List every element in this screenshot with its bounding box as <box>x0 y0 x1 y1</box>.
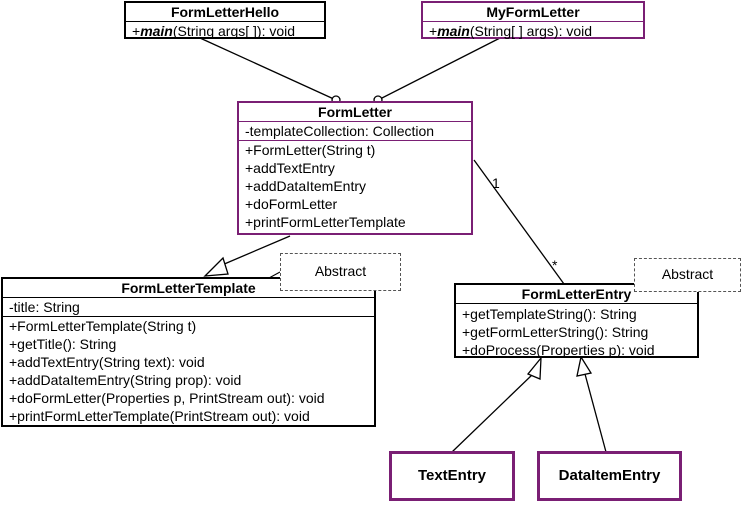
note-abstract-template: Abstract <box>280 253 401 291</box>
method-section: +FormLetterTemplate(String t) +getTitle(… <box>3 317 374 425</box>
method: +doProcess(Properties p): void <box>462 342 655 358</box>
multiplicity-one: 1 <box>492 175 500 191</box>
method: +getTitle(): String <box>9 336 117 352</box>
attribute-section: -templateCollection: Collection <box>239 122 471 141</box>
triangle-head-textentry <box>526 356 542 380</box>
multiplicity-many: * <box>552 257 558 273</box>
attribute: -templateCollection: Collection <box>245 123 435 139</box>
inherit-dataitementry <box>584 373 607 453</box>
class-data-item-entry[interactable]: DataItemEntry <box>537 451 682 501</box>
method: +addTextEntry <box>245 160 335 176</box>
class-my-form-letter[interactable]: MyFormLetter +main(String[ ] args): void <box>421 1 645 39</box>
class-name: FormLetterTemplate <box>3 279 374 298</box>
class-form-letter-entry[interactable]: FormLetterEntry +getTemplateString(): St… <box>454 283 699 358</box>
method-section: +getTemplateString(): String +getFormLet… <box>456 304 697 359</box>
method: +printFormLetterTemplate(PrintStream out… <box>9 408 310 424</box>
method-section: +FormLetter(String t) +addTextEntry +add… <box>239 141 471 231</box>
class-name: MyFormLetter <box>423 3 643 22</box>
method: +addTextEntry(String text): void <box>9 354 205 370</box>
class-name: FormLetter <box>239 103 471 122</box>
class-form-letter[interactable]: FormLetter -templateCollection: Collecti… <box>237 101 473 235</box>
inherit-textentry <box>451 373 534 453</box>
method: +FormLetter(String t) <box>245 142 376 158</box>
method: +doFormLetter(Properties p, PrintStream … <box>9 390 325 406</box>
method: +getTemplateString(): String <box>462 306 637 322</box>
method: +doFormLetter <box>245 196 338 212</box>
triangle-head-template <box>203 256 229 277</box>
method: +addDataItemEntry(String prop): void <box>9 372 242 388</box>
triangle-head-dataitementry <box>576 355 593 377</box>
note-abstract-entry: Abstract <box>634 258 741 292</box>
method: +addDataItemEntry <box>245 178 367 194</box>
class-name: FormLetterEntry <box>456 285 697 304</box>
assoc-hello-to-formletter <box>199 37 337 101</box>
class-form-letter-template[interactable]: FormLetterTemplate -title: String +FormL… <box>1 277 376 427</box>
class-name: FormLetterHello <box>126 3 324 22</box>
method-main: +main(String[ ] args): void <box>429 23 593 39</box>
class-text-entry[interactable]: TextEntry <box>389 451 515 501</box>
method: +printFormLetterTemplate <box>245 214 406 230</box>
class-form-letter-hello[interactable]: FormLetterHello +main(String args[ ]): v… <box>124 1 326 39</box>
attribute-section: -title: String <box>3 298 374 317</box>
attribute: -title: String <box>9 299 80 315</box>
assoc-formletter-to-entry <box>473 159 565 285</box>
method: +FormLetterTemplate(String t) <box>9 318 197 334</box>
method: +getFormLetterString(): String <box>462 324 649 340</box>
method-main: +main(String args[ ]): void <box>132 23 296 39</box>
link-formletter-to-template <box>221 235 291 266</box>
assoc-myformletter-to-formletter <box>377 37 501 101</box>
